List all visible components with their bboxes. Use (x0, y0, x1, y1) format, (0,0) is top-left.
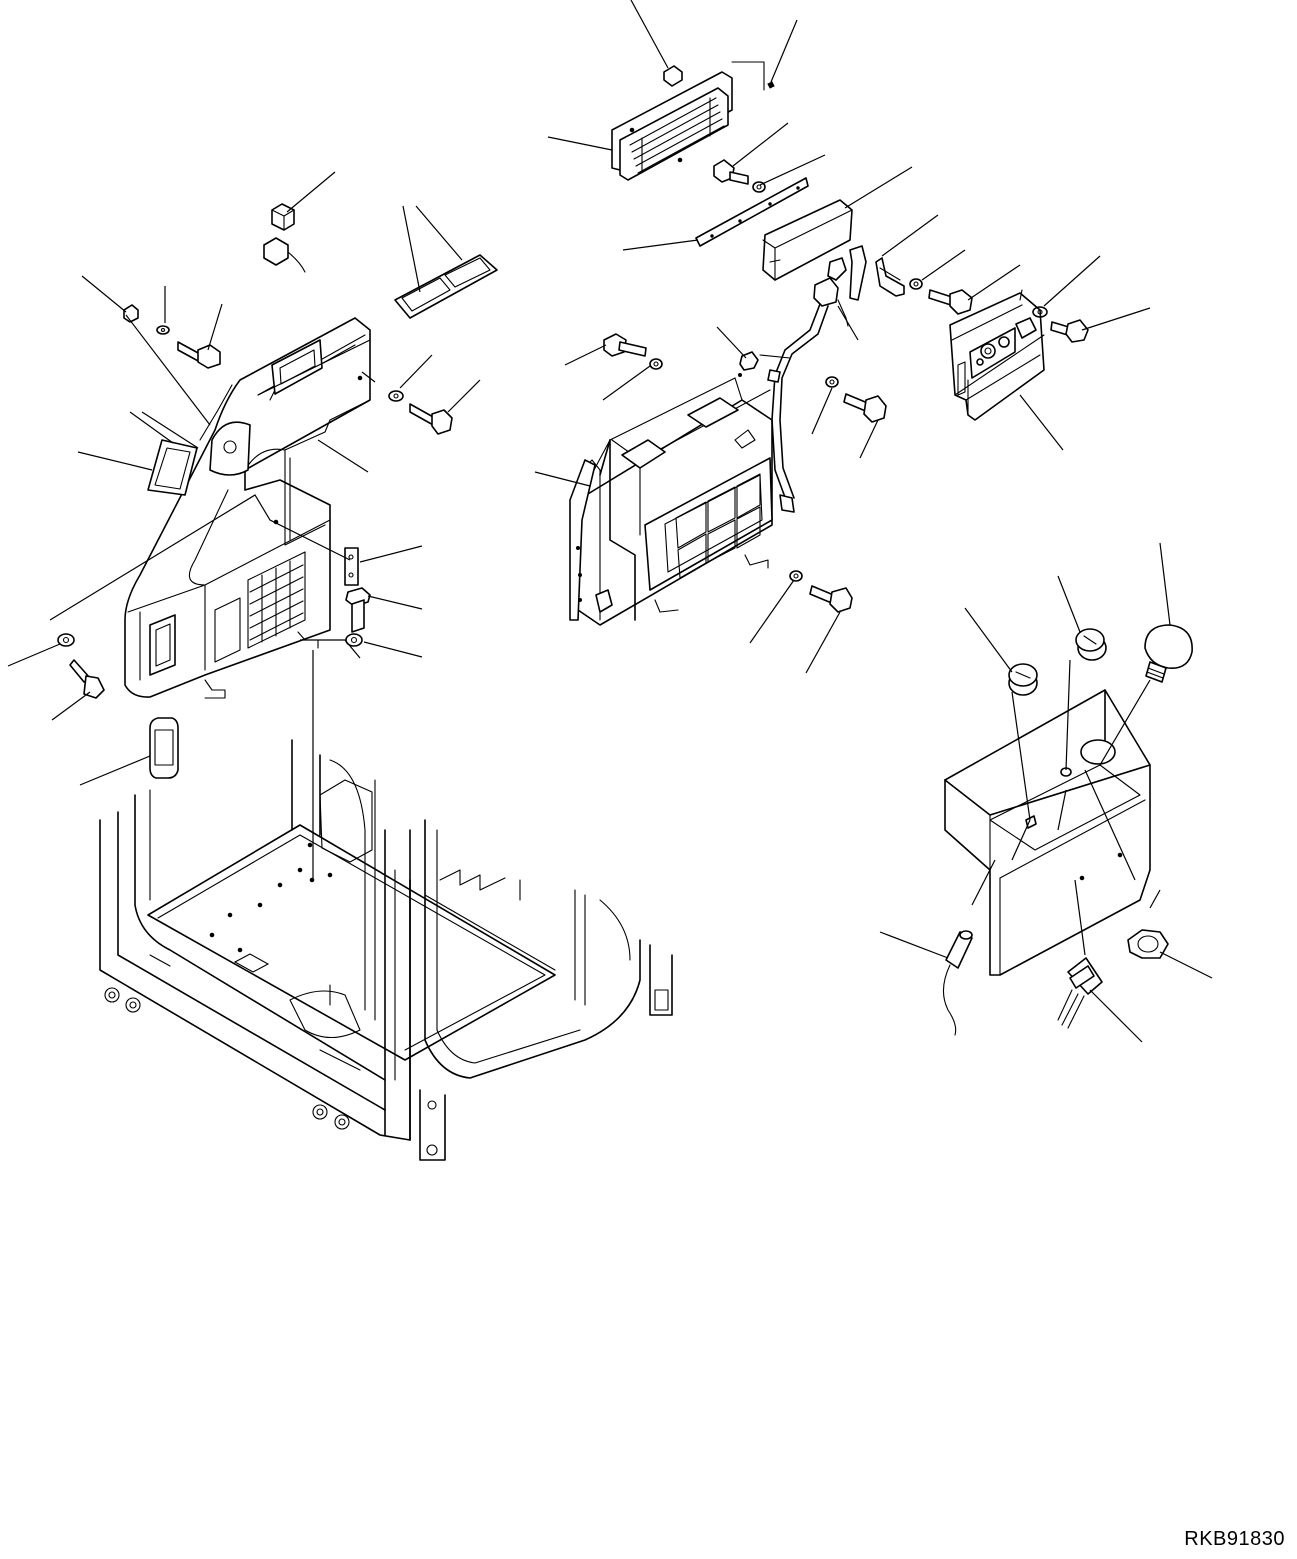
seal-strip (696, 178, 808, 246)
ac-fasteners (604, 334, 886, 612)
nut-and-plug (1058, 930, 1168, 1028)
switch-knobs (1009, 625, 1192, 695)
grille-fasteners (714, 160, 765, 192)
left-fasteners (58, 305, 452, 698)
control-panel-box (950, 290, 1044, 420)
drawing-code: RKB91830 (1184, 1528, 1285, 1550)
switch-panel (945, 690, 1150, 975)
console-pads (148, 255, 497, 778)
cab-frame (100, 740, 672, 1160)
right-bracket (876, 258, 1088, 342)
air-conditioner-unit (570, 374, 772, 626)
leader-lines (8, 0, 1212, 1042)
left-console-cover (125, 318, 370, 698)
connectors-top-left (264, 204, 305, 272)
wiring-harness (760, 246, 866, 512)
sensor-cable (943, 931, 972, 1035)
filter-element (763, 200, 852, 280)
top-grille (612, 62, 774, 180)
